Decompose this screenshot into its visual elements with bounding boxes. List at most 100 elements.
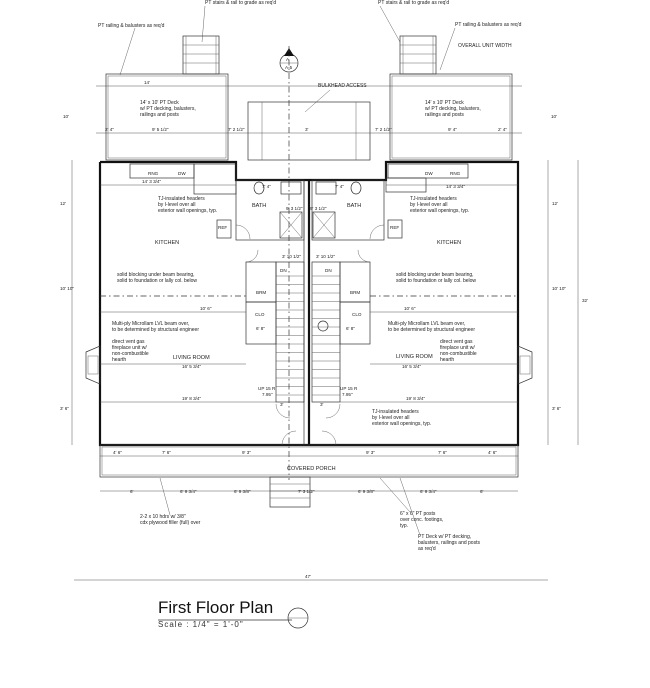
dishwasher-label-left: DW (178, 171, 186, 176)
dim-3-10-right: 3' 10 1/2" (316, 254, 335, 259)
fireplace-left-1: direct vent gas (112, 339, 145, 345)
dim-9-4-right: 9' 4" (448, 127, 457, 132)
blocking-note-left-2: solid to foundation or lally col. below (117, 278, 197, 284)
dim-19-8-left: 19' 8 3/4" (182, 396, 201, 401)
fireplace-right: direct vent gas fireplace unit w/ non-co… (440, 339, 533, 385)
dim-6-8-right: 6' 8" (346, 326, 355, 331)
rear-deck-left: 14' x 10' PT Deck w/ PT decking, baluste… (105, 35, 229, 161)
dim-6-9-34-right: 6' 9 3/4" (420, 489, 437, 494)
porch-deck-note-3: as req'd (418, 546, 436, 552)
dim-7-3-center: 7' 3 1/2" (298, 489, 315, 494)
deck-dimension-row: 14' 2' 4" 9' 5 1/2" 7' 2 1/2" 3' 7' 2 1/… (63, 80, 557, 134)
dim-2-4-right: 2' 4" (498, 127, 507, 132)
dim-9-3-left: 9' 3 1/2" (286, 206, 303, 211)
title-block: First Floor Plan Scale : 1/4" = 1'-0" (158, 598, 358, 629)
dim-7-2-left: 7' 2 1/2" (228, 127, 245, 132)
broom-label-right: BRM (350, 290, 360, 295)
dim-19-8-right: 19' 8 3/4" (406, 396, 425, 401)
section-marker-bottom: A-5 (285, 65, 293, 70)
dim-9-3-porch-left: 9' 3" (242, 450, 251, 455)
deck-left-line3: railings and posts (140, 112, 179, 118)
kitchen-label-right: KITCHEN (437, 240, 461, 246)
dim-overall-width-47: 47' (305, 574, 311, 579)
side-dimensions: 12' 10' 10" 3' 6" 12' 10' 10" 3' 6" 32' (60, 160, 588, 445)
porch-deck-note-2: balusters, railings and posts (418, 540, 480, 546)
drawing-reference-marker (287, 607, 309, 629)
tj-note-right-2: by I-level over all (410, 202, 448, 208)
tj-note-right-1: TJ-insulated headers (410, 196, 457, 202)
ref-label-left: REF (218, 225, 227, 230)
dim-2-4-left: 2' 4" (105, 127, 114, 132)
dim-overall-depth-32: 32' (582, 298, 588, 303)
deck-stairs-note-right: PT stairs & rail to grade as req'd (378, 0, 449, 6)
posts-note-3: typ. (400, 523, 408, 529)
living-room-label-right: LIVING ROOM (396, 354, 433, 360)
dim-deck-10-right: 10' (551, 114, 557, 119)
bath-label-right: BATH (347, 203, 361, 209)
overall-width-note: OVERALL UNIT WIDTH (458, 43, 512, 49)
dim-side-right-12: 12' (552, 201, 558, 206)
deck-left-line2: w/ PT decking, balusters, (140, 106, 196, 112)
dim-4-6-right: 4' 6" (488, 450, 497, 455)
dim-4-6-left: 4' 6" (113, 450, 122, 455)
dim-side-right-10-10: 10' 10" (552, 286, 566, 291)
bulkhead-outline (247, 101, 371, 161)
deck-right-line2: w/ PT decking, balusters, (425, 106, 481, 112)
fireplace-right-3: non-combustible (440, 351, 477, 357)
beam-lines (100, 46, 518, 480)
range-label-right: RNG (450, 171, 461, 176)
blocking-note-left-1: solid blocking under beam bearing, (117, 272, 195, 278)
dim-6-9-38-right: 6' 9 3/8" (358, 489, 375, 494)
deck-right-line3: railings and posts (425, 112, 464, 118)
dim-3-4-right: 3' (320, 402, 324, 407)
dim-3-4-left: 3' (280, 402, 284, 407)
lvl-note-left-1: Multi-ply Microllam LVL beam over, (112, 321, 189, 327)
range-label-left: RNG (148, 171, 159, 176)
railing-note-right: PT railing & balusters as req'd (455, 22, 522, 28)
dim-side-left-12: 12' (60, 201, 66, 206)
lvl-note-right-1: Multi-ply Microllam LVL beam over, (388, 321, 465, 327)
bath-label-left: BATH (252, 203, 266, 209)
covered-porch-label: COVERED PORCH (287, 466, 336, 472)
dim-10-6-left: 10' 6" (200, 306, 212, 311)
closet-label-left: CLO (255, 312, 265, 317)
closets (245, 261, 371, 345)
dim-7-2-right: 7' 2 1/2" (375, 127, 392, 132)
lvl-note-left-2: to be determined by structural engineer (112, 327, 199, 333)
dim-16-5-left: 16' 5 3/4" (182, 364, 201, 369)
deck-left-line1: 14' x 10' PT Deck (140, 100, 179, 106)
living-room-label-left: LIVING ROOM (173, 355, 210, 361)
dim-6-left: 6' (130, 489, 134, 494)
stair-riser-left: 7.95" (262, 392, 273, 397)
fireplace-left-4: hearth (112, 357, 126, 363)
dim-10-6-right: 10' 6" (404, 306, 416, 311)
blocking-note-right-2: solid to foundation or lally col. below (396, 278, 476, 284)
fireplace-left: direct vent gas fireplace unit w/ non-co… (85, 339, 149, 385)
tj-note-left-2: by I-level over all (158, 202, 196, 208)
fireplace-right-1: direct vent gas (440, 339, 473, 345)
dim-7-6-right: 7' 6" (438, 450, 447, 455)
posts-note-2: over conc. footings, (400, 517, 443, 523)
dim-7-4-left: 7' 4" (262, 184, 271, 189)
rear-deck-right: 14' x 10' PT Deck w/ PT decking, baluste… (389, 35, 513, 161)
stair-riser-right: 7.95" (342, 392, 353, 397)
plan-title: First Floor Plan (158, 598, 274, 617)
dim-6-right: 6' (480, 489, 484, 494)
dim-deck-10-left: 10' (63, 114, 69, 119)
broom-label-left: BRM (256, 290, 266, 295)
closet-label-right: CLO (352, 312, 362, 317)
dim-side-left-3-6: 3' 6" (60, 406, 69, 411)
stair-up-left: UP 15 R (258, 386, 276, 391)
covered-porch: COVERED PORCH (99, 444, 519, 508)
tj-note-front-2: by I-level over all (372, 415, 410, 421)
dim-7-6-left: 7' 6" (162, 450, 171, 455)
deck-right-line1: 14' x 10' PT Deck (425, 100, 464, 106)
stair-down-left: DN (280, 268, 287, 273)
header-note-2: cdx plywood filler (full) over (140, 520, 201, 526)
dim-9-3-right: 9' 3 1/2" (310, 206, 327, 211)
section-marker-top: A (286, 57, 290, 62)
deck-stairs-note-left: PT stairs & rail to grade as req'd (205, 0, 276, 6)
dim-6-9-38-left: 6' 9 3/8" (234, 489, 251, 494)
blocking-note-right-1: solid blocking under beam bearing, (396, 272, 474, 278)
